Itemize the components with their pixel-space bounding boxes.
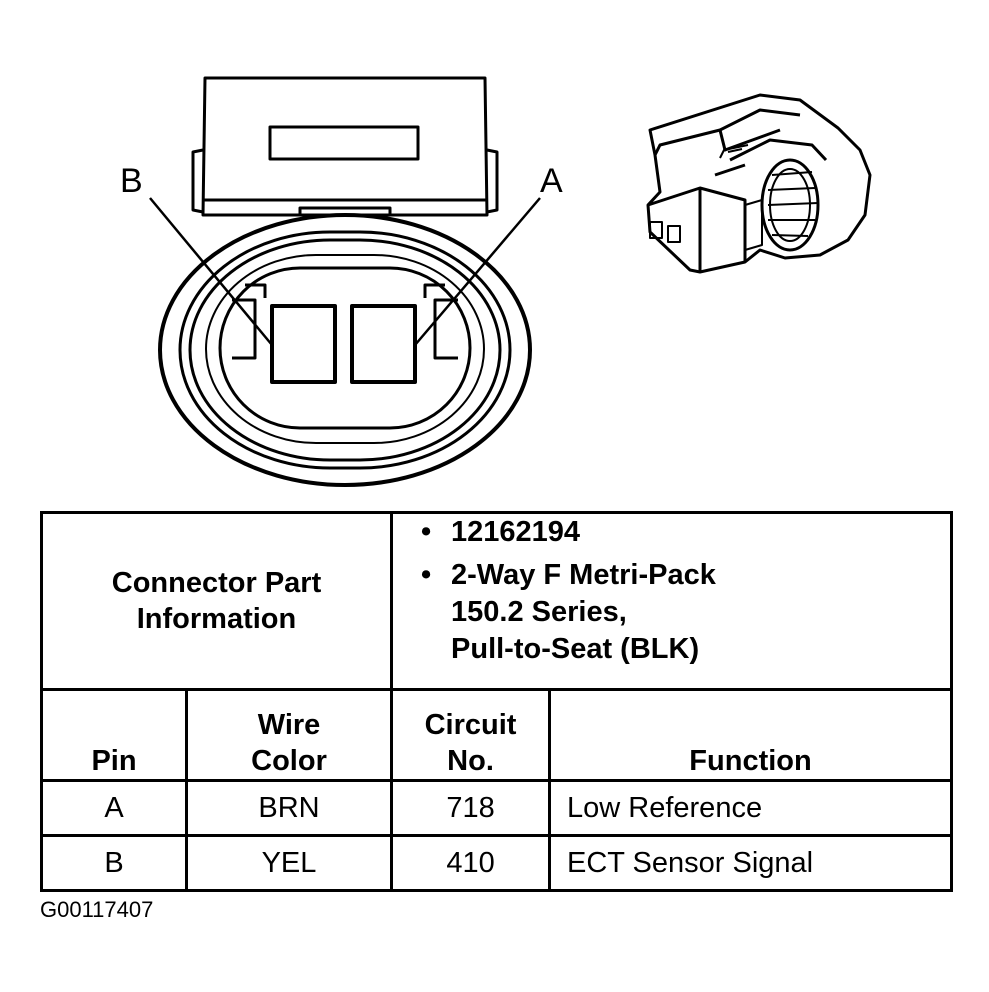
table-row: B YEL 410 ECT Sensor Signal — [40, 834, 954, 892]
connector-part-info-row: Connector Part Information • 12162194 • … — [39, 511, 954, 691]
bullet-icon: • — [421, 559, 432, 591]
function-cell: ECT Sensor Signal — [548, 834, 954, 892]
bullet-icon: • — [421, 516, 432, 548]
table-header-row: Pin Wire Color Circuit No. Function — [40, 688, 954, 782]
pin-cell: B — [40, 834, 188, 892]
wire-color-cell: YEL — [184, 834, 394, 892]
header-circuit-no: Circuit No. — [390, 688, 552, 782]
pin-b-label: B — [120, 162, 143, 200]
connector-part-info-values: • 12162194 • 2-Way F Metri-Pack 150.2 Se… — [390, 511, 954, 691]
circuit-no-cell: 718 — [390, 779, 552, 837]
part-number-item: • 12162194 — [421, 514, 950, 551]
header-function: Function — [548, 688, 954, 782]
connector-description-item: • 2-Way F Metri-Pack 150.2 Series, Pull-… — [421, 557, 950, 668]
pin-b-cavity — [270, 304, 337, 384]
connector-description-line: 150.2 Series, — [451, 596, 627, 628]
circuit-no-cell: 410 — [390, 834, 552, 892]
connector-part-info-label-line: Connector Part — [111, 567, 322, 599]
connector-diagram: B A — [120, 76, 872, 487]
pin-b-leader — [149, 197, 273, 346]
pin-a-cavity — [350, 304, 417, 384]
header-pin: Pin — [40, 688, 188, 782]
connector-pinout-table: Connector Part Information • 12162194 • … — [39, 511, 954, 892]
figure-id: G00117407 — [40, 897, 154, 922]
pin-cell: A — [40, 779, 188, 837]
header-wire-color: Wire Color — [184, 688, 394, 782]
connector-description-line: Pull-to-Seat (BLK) — [451, 633, 700, 665]
function-cell: Low Reference — [548, 779, 954, 837]
wire-color-cell: BRN — [184, 779, 394, 837]
part-number: 12162194 — [451, 516, 581, 548]
pin-a-label: A — [540, 162, 563, 200]
connector-description-line: 2-Way F Metri-Pack — [451, 559, 716, 591]
pin-a-leader — [414, 197, 541, 346]
table-row: A BRN 718 Low Reference — [40, 779, 954, 837]
connector-face-view — [149, 76, 541, 487]
connector-part-info-label: Connector Part Information — [39, 511, 394, 691]
connector-isometric-view — [646, 93, 872, 274]
connector-part-info-label-line: Information — [136, 603, 297, 635]
